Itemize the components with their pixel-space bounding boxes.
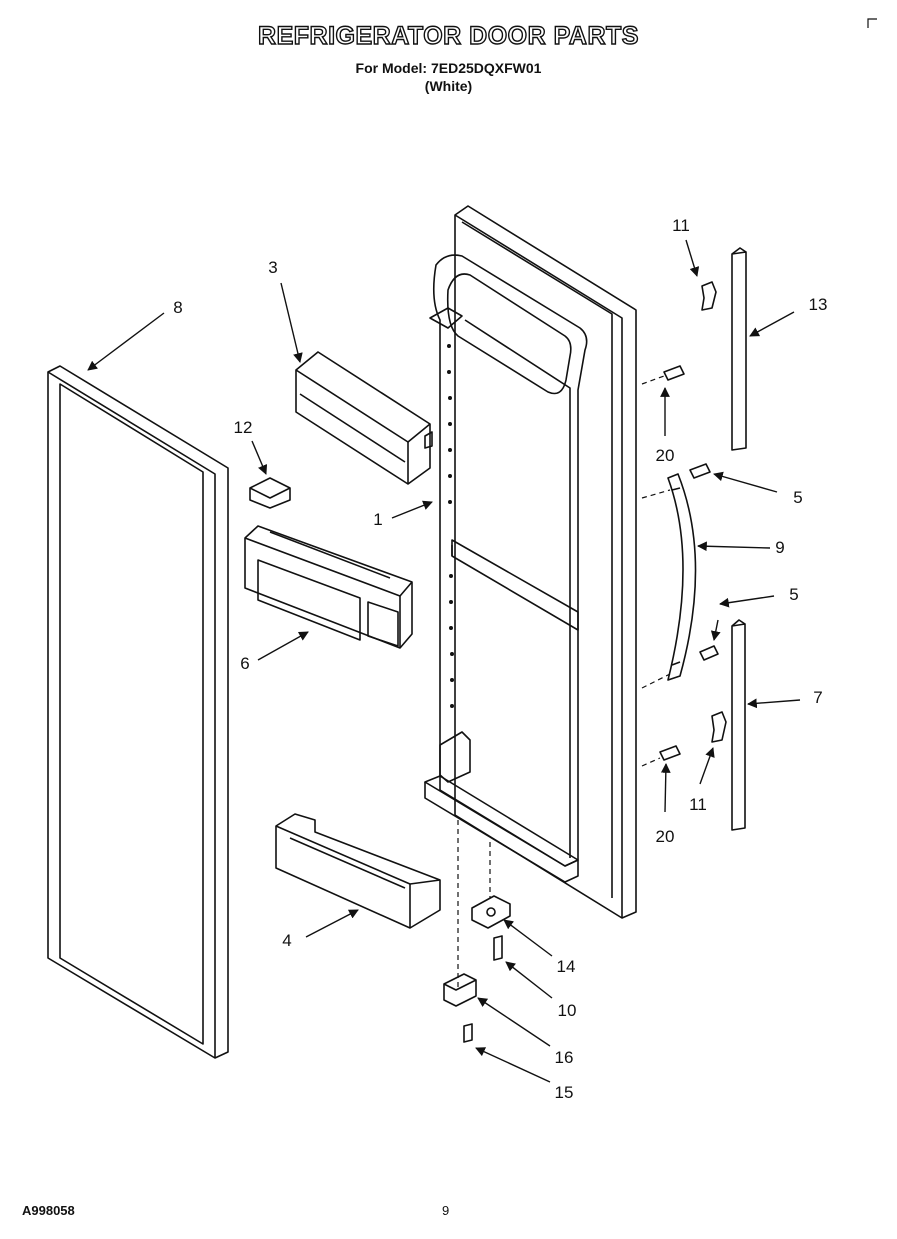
callout-6: 6 — [240, 654, 250, 673]
callout-13: 13 — [808, 295, 828, 314]
callout-9: 9 — [775, 538, 785, 557]
callout-15: 15 — [554, 1083, 574, 1102]
lower-trim-strip-part — [731, 619, 746, 831]
shelf-holes — [447, 344, 454, 708]
trim-clip-upper-part — [701, 281, 717, 311]
screw-lower-5-part — [699, 645, 719, 661]
page-number: 9 — [442, 1203, 450, 1218]
document-number: A998058 — [22, 1203, 75, 1218]
door-gasket-part — [47, 365, 229, 1059]
callout-11-lower: 11 — [689, 795, 707, 814]
callout-5-lower: 5 — [789, 585, 799, 604]
hinge-bracket-part — [471, 895, 511, 929]
leader-arrows — [87, 239, 801, 1083]
model-line: For Model: 7ED25DQXFW01 — [355, 60, 542, 76]
callout-1: 1 — [373, 510, 383, 529]
color-note: (White) — [424, 78, 473, 94]
callout-7: 7 — [813, 688, 823, 707]
callout-5-upper: 5 — [793, 488, 803, 507]
screw-lower-20-part — [659, 745, 681, 761]
callout-14: 14 — [556, 957, 576, 976]
page-title: REFRIGERATOR DOOR PARTS — [257, 21, 639, 50]
callout-20-upper: 20 — [655, 446, 675, 465]
callout-10: 10 — [557, 1001, 577, 1020]
bin-clip-part — [249, 477, 291, 509]
corner-mark-icon — [867, 18, 877, 28]
door-handle-part — [667, 473, 697, 681]
callout-12: 12 — [233, 418, 253, 437]
dairy-door-part — [295, 351, 433, 485]
screw-upper-5-part — [689, 463, 711, 479]
callout-11-upper: 11 — [672, 216, 690, 235]
hinge-screw-part — [493, 935, 503, 961]
callout-8: 8 — [173, 298, 183, 317]
door-liner-part — [424, 205, 637, 919]
door-bin-part — [244, 525, 413, 649]
callout-20-lower: 20 — [655, 827, 675, 846]
upper-trim-strip-part — [731, 247, 747, 451]
trim-clip-lower-part — [711, 711, 727, 743]
screw-upper-20-part — [663, 365, 685, 381]
door-shelf-part — [275, 813, 441, 929]
callout-16: 16 — [554, 1048, 574, 1067]
alignment-lines — [457, 375, 671, 990]
callout-3: 3 — [268, 258, 278, 277]
hinge-pin-part — [443, 973, 477, 1007]
callout-4: 4 — [282, 931, 292, 950]
pin-screw-part — [463, 1023, 473, 1043]
